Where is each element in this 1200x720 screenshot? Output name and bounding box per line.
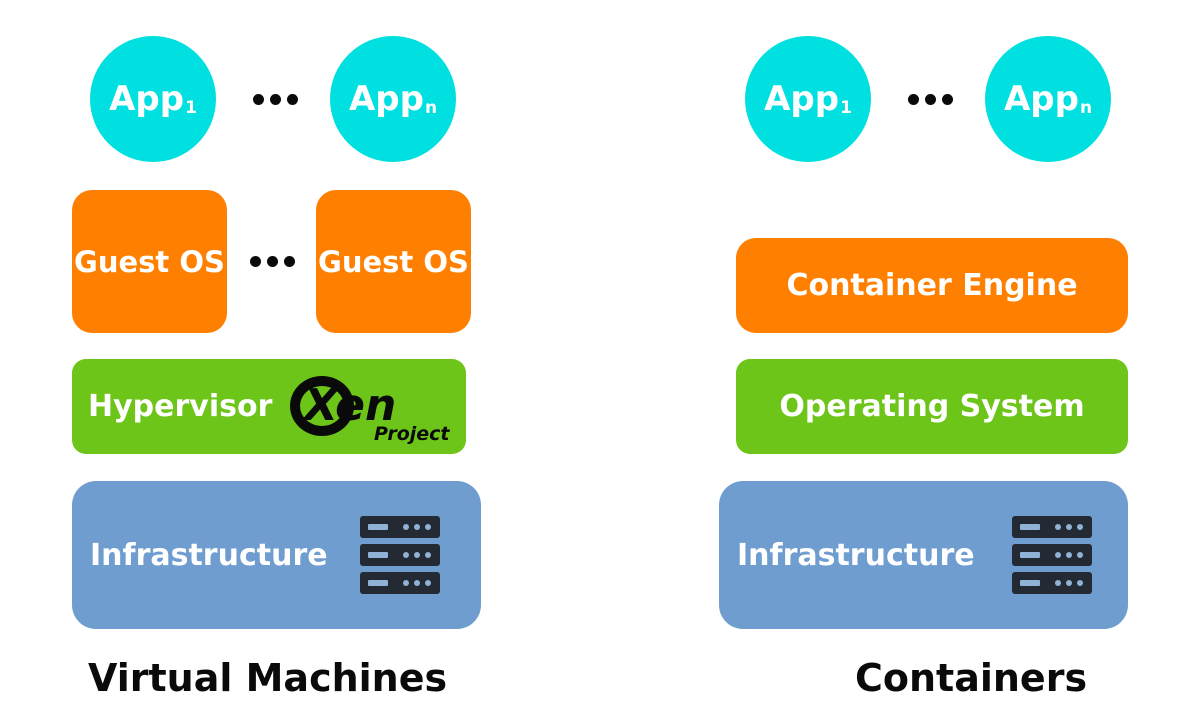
container-engine-label: Container Engine (786, 268, 1078, 303)
vm-app-1-label: App (109, 79, 185, 119)
vm-infrastructure-label: Infrastructure (90, 537, 328, 573)
ellipsis-icon (250, 256, 295, 267)
container-os-label: Operating System (779, 389, 1085, 424)
container-app-n-subscript: n (1079, 98, 1093, 118)
vm-hypervisor-label: Hypervisor (88, 389, 273, 424)
container-engine: Container Engine (736, 238, 1128, 333)
container-app-n-label: App (1003, 79, 1079, 119)
vm-app-n-label: App (348, 79, 424, 119)
vm-guest-os-2-label: Guest OS (318, 244, 469, 279)
vm-app-1-subscript: 1 (185, 98, 197, 118)
vm-app-n-subscript: n (424, 98, 438, 118)
vm-hypervisor: Hypervisor (72, 359, 466, 454)
vm-guest-os-1: Guest OS (72, 190, 227, 333)
container-app-1-label: App (764, 79, 840, 119)
server-rack-icon (1012, 516, 1092, 600)
vm-guest-os-2: Guest OS (316, 190, 471, 333)
vm-guest-os-1-label: Guest OS (74, 244, 225, 279)
xen-logo-word: Xen (301, 380, 396, 431)
container-infrastructure: Infrastructure (719, 481, 1128, 629)
xen-project-logo: Xen Project (290, 376, 450, 445)
server-rack-icon (360, 516, 440, 600)
container-infrastructure-label: Infrastructure (737, 537, 975, 573)
xen-logo-sub: Project (374, 423, 450, 445)
container-operating-system: Operating System (736, 359, 1128, 454)
containers-caption: Containers (855, 656, 1088, 700)
container-app-1-subscript: 1 (840, 98, 852, 118)
ellipsis-icon (908, 94, 953, 105)
vm-caption: Virtual Machines (88, 656, 448, 700)
ellipsis-icon (253, 94, 298, 105)
